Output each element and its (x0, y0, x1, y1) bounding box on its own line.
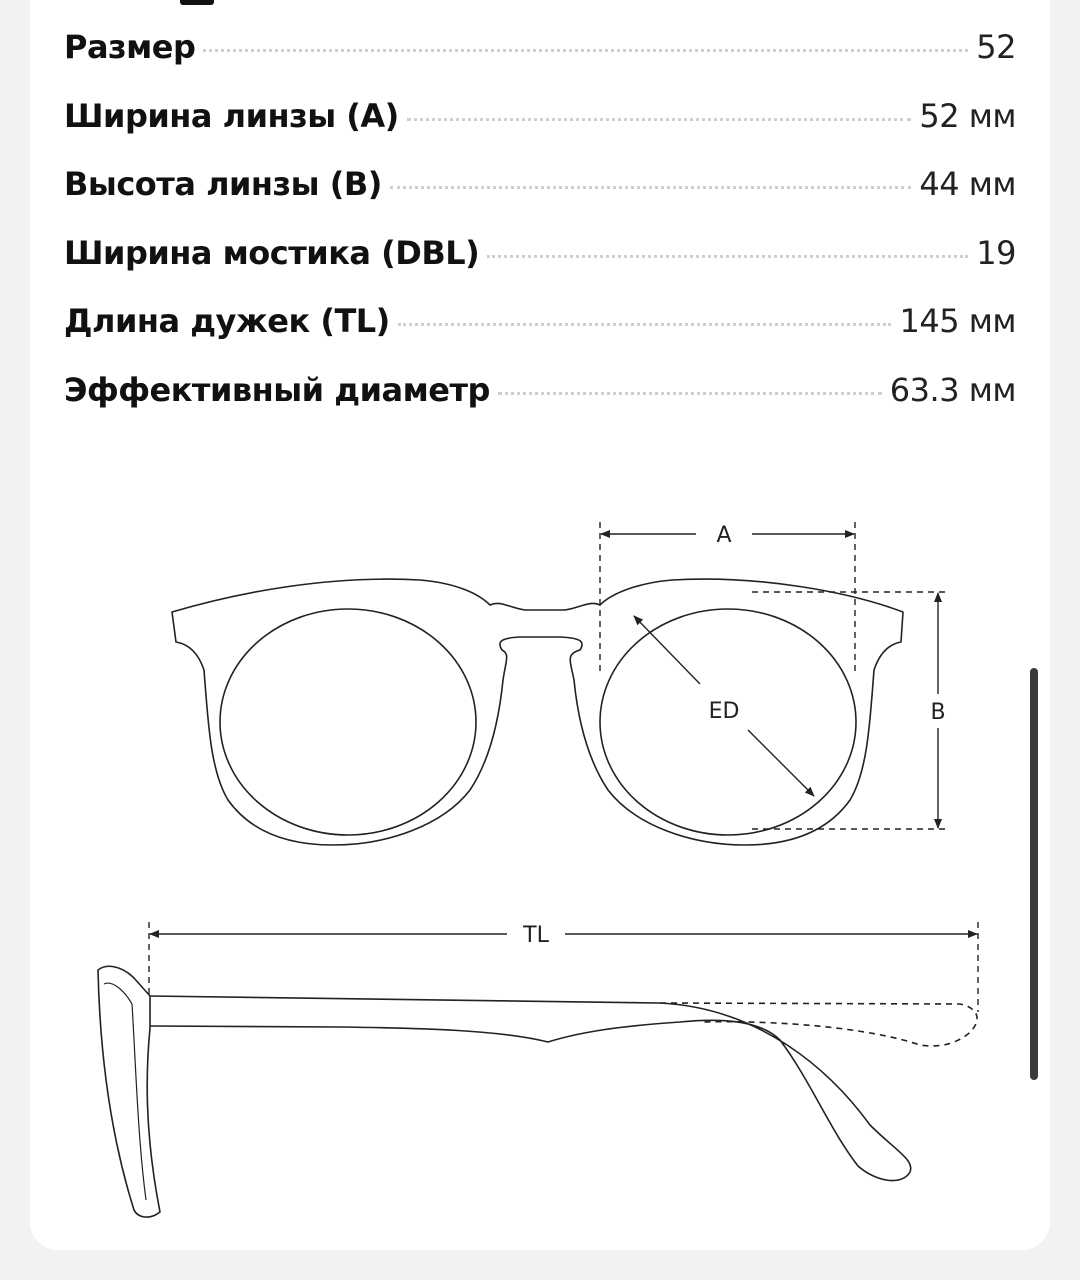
label-ed: ED (709, 699, 740, 724)
spec-label: Длина дужек (TL) (64, 302, 390, 341)
spec-value: 52 (976, 28, 1016, 66)
dot-leader (497, 391, 882, 395)
specs-table: Размер 52 Ширина линзы (A) 52 мм Высота … (64, 28, 1017, 440)
spec-row-bridge-width: Ширина мостика (DBL) 19 (64, 234, 1016, 303)
side-view (97, 965, 978, 1218)
scrollbar[interactable] (1030, 668, 1038, 1080)
dimension-a (599, 522, 856, 676)
label-tl: TL (522, 923, 549, 948)
front-view (171, 578, 904, 846)
spec-row-size: Размер 52 (64, 28, 1016, 97)
specs-card (30, 0, 1050, 1250)
dot-leader (406, 117, 912, 121)
dimension-ed (633, 615, 815, 797)
dot-leader (389, 186, 912, 190)
spec-label: Эффективный диаметр (64, 370, 490, 409)
spec-row-effective-diameter: Эффективный диаметр 63.3 мм (64, 370, 1017, 440)
spec-row-temple-length: Длина дужек (TL) 145 мм (64, 302, 1016, 371)
dimension-b (752, 591, 948, 830)
spec-label: Высота линзы (B) (64, 165, 382, 204)
spec-label: Ширина линзы (A) (64, 96, 399, 135)
spec-value: 19 (976, 233, 1016, 272)
dot-leader (203, 49, 969, 52)
dimension-tl (148, 922, 979, 1012)
label-a: A (716, 523, 731, 548)
spec-label: Ширина мостика (DBL) (64, 233, 480, 272)
spec-row-lens-width: Ширина линзы (A) 52 мм (64, 97, 1016, 166)
front-frame-outline (171, 578, 904, 846)
side-frame-front (97, 965, 161, 1218)
temple-arm (149, 995, 912, 1182)
spec-value: 145 мм (899, 302, 1016, 341)
spec-value: 44 мм (919, 165, 1016, 204)
title-fragment (180, 0, 214, 5)
spec-value: 52 мм (919, 96, 1016, 135)
dot-leader (487, 254, 969, 258)
spec-value: 63.3 мм (889, 370, 1017, 409)
spec-label: Размер (64, 28, 196, 66)
right-lens (599, 608, 857, 836)
left-lens (219, 608, 477, 836)
dot-leader (397, 323, 892, 327)
temple-straight-dashed (659, 1002, 978, 1047)
spec-row-lens-height: Высота линзы (B) 44 мм (64, 165, 1016, 234)
label-b: B (930, 700, 945, 725)
